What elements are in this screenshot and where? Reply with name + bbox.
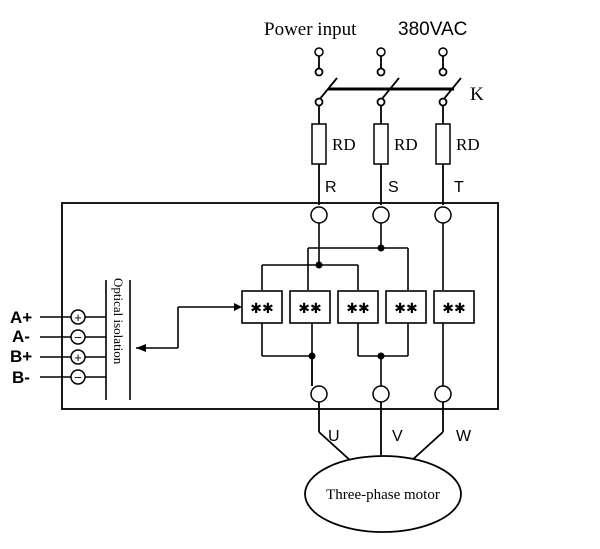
input-terminal-t (438, 47, 448, 57)
control-label: A- (12, 327, 30, 346)
power-input-title: Power input 380VAC (264, 19, 467, 40)
title-text: Power input (264, 19, 357, 40)
thyristor-icon: ✱✱ (394, 300, 417, 316)
arrow-to-isolation (136, 344, 146, 352)
control-input-a-plus: A+ + (10, 308, 106, 327)
control-label: B+ (10, 347, 32, 366)
optical-isolation-block: Optical isolation (105, 278, 131, 400)
arrow-to-modules (234, 303, 242, 311)
scr-module-2: ✱✱ (289, 290, 331, 324)
plus-icon: + (74, 350, 82, 365)
minus-icon: − (74, 330, 82, 345)
phase-label-r: R (325, 179, 337, 196)
scr-module-1: ✱✱ (241, 290, 283, 324)
control-label: B- (12, 368, 30, 387)
fuse-r (311, 123, 327, 165)
controller-box (61, 202, 499, 410)
motor-feed-lines (318, 402, 444, 463)
fuse-s (373, 123, 389, 165)
phase-label-v: V (392, 428, 403, 445)
input-terminal-s (376, 47, 386, 57)
fuses (311, 123, 451, 165)
thyristor-icon: ✱✱ (298, 300, 321, 316)
motor-outline (304, 455, 462, 533)
control-input-a-minus: A- − (12, 327, 106, 346)
thyristor-icon: ✱✱ (250, 300, 273, 316)
control-arrows (136, 303, 242, 352)
fuse-label-s: RD (394, 135, 418, 154)
box-terminal-s (372, 206, 390, 224)
voltage-text: 380VAC (398, 19, 467, 40)
fuse-t (435, 123, 451, 165)
scr-module-4: ✱✱ (385, 290, 427, 324)
box-input-terminals (310, 206, 452, 224)
plus-icon: + (74, 310, 82, 325)
input-feed-lines (318, 164, 444, 205)
output-terminal-w (434, 385, 452, 403)
control-input-b-plus: B+ + (10, 347, 106, 366)
phase-label-s: S (388, 179, 399, 196)
motor-label: Three-phase motor (326, 487, 440, 503)
control-input-b-minus: B- − (12, 368, 106, 387)
box-output-terminals (310, 385, 452, 403)
fuse-label-t: RD (456, 135, 480, 154)
control-inputs: A+ + A- − B+ + B- − (10, 308, 106, 387)
output-terminal-v (372, 385, 390, 403)
minus-icon: − (74, 370, 82, 385)
phase-label-u: U (328, 428, 340, 445)
phase-label-w: W (456, 428, 472, 445)
scr-module-5: ✱✱ (433, 290, 475, 324)
input-terminals (314, 47, 448, 57)
main-switch (314, 56, 462, 124)
scr-modules: ✱✱ ✱✱ ✱✱ ✱✱ ✱✱ (241, 290, 475, 324)
box-terminal-t (434, 206, 452, 224)
control-label: A+ (10, 308, 32, 327)
box-terminal-r (310, 206, 328, 224)
input-terminal-r (314, 47, 324, 57)
thyristor-icon: ✱✱ (442, 300, 465, 316)
thyristor-icon: ✱✱ (346, 300, 369, 316)
switch-label: K (470, 84, 484, 105)
isolation-label: Optical isolation (111, 278, 126, 365)
output-terminal-u (310, 385, 328, 403)
scr-module-3: ✱✱ (337, 290, 379, 324)
internal-wiring (136, 223, 444, 386)
fuse-label-r: RD (332, 135, 356, 154)
phase-label-t: T (454, 179, 464, 196)
